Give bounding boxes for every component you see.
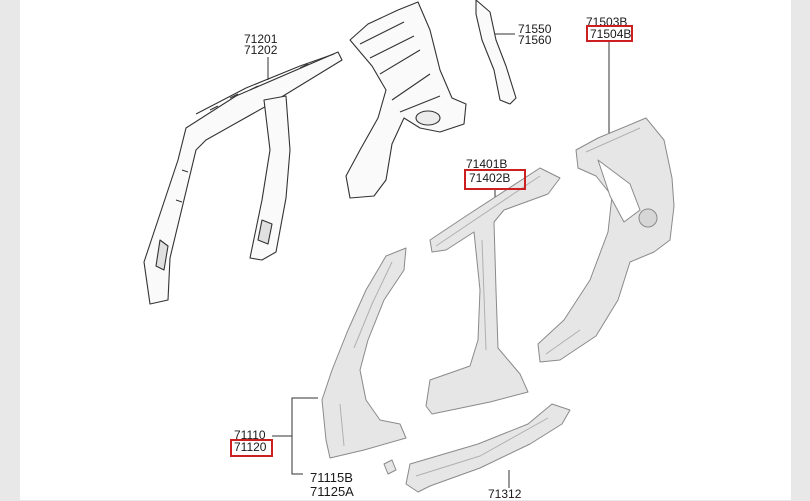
quarter-panel-shape — [537, 117, 675, 363]
side-sill-shape — [405, 403, 571, 493]
center-pillar-shape — [425, 167, 561, 415]
front-pillar-shape — [321, 247, 407, 459]
label-71110: 71110 — [234, 428, 266, 442]
upper-frame-detail — [155, 219, 273, 271]
highlight-box-71120 — [230, 439, 273, 457]
label-71115b: 71115B — [310, 470, 353, 485]
quarter-panel-window — [597, 159, 641, 223]
label-71120: 71120 — [234, 440, 267, 454]
front-pillar-drawing — [321, 247, 407, 475]
label-71402b: 71402B — [469, 171, 511, 185]
quarter-panel-edges — [545, 127, 641, 355]
leader-71115b — [291, 397, 318, 475]
highlight-box-71504b — [586, 25, 633, 42]
side-sill-drawing — [405, 403, 571, 493]
label-71550: 71550 — [518, 22, 552, 36]
upper-frame-center-pillar — [249, 95, 291, 261]
rear-inner-strip — [475, 0, 517, 105]
label-71504b: 71504B — [590, 27, 632, 41]
quarter-panel-fuel-door — [638, 208, 658, 228]
rear-inner-ribs — [359, 21, 441, 113]
pillar-bracket-shape — [383, 459, 397, 475]
quarter-panel-drawing — [537, 117, 675, 363]
side-sill-edge — [415, 417, 549, 477]
rear-inner-panel — [345, 1, 467, 199]
highlight-box-71402b — [464, 169, 526, 190]
center-pillar-drawing — [425, 167, 561, 415]
label-71401b: 71401B — [466, 157, 508, 171]
label-71560: 71560 — [518, 33, 552, 47]
front-pillar-edges — [339, 261, 393, 447]
upper-frame-ribs — [175, 63, 309, 203]
upper-frame-rail-edge — [195, 53, 335, 115]
center-pillar-edges — [435, 175, 541, 351]
rear-inner-drawing — [345, 0, 517, 199]
label-71125a: 71125A — [310, 484, 354, 499]
label-71202: 71202 — [244, 43, 278, 57]
upper-frame-front-pillar — [143, 51, 343, 305]
label-71312: 71312 — [488, 487, 522, 501]
rear-inner-wheelarch — [415, 110, 441, 126]
label-71201: 71201 — [244, 32, 278, 46]
upper-frame-drawing — [143, 51, 343, 305]
